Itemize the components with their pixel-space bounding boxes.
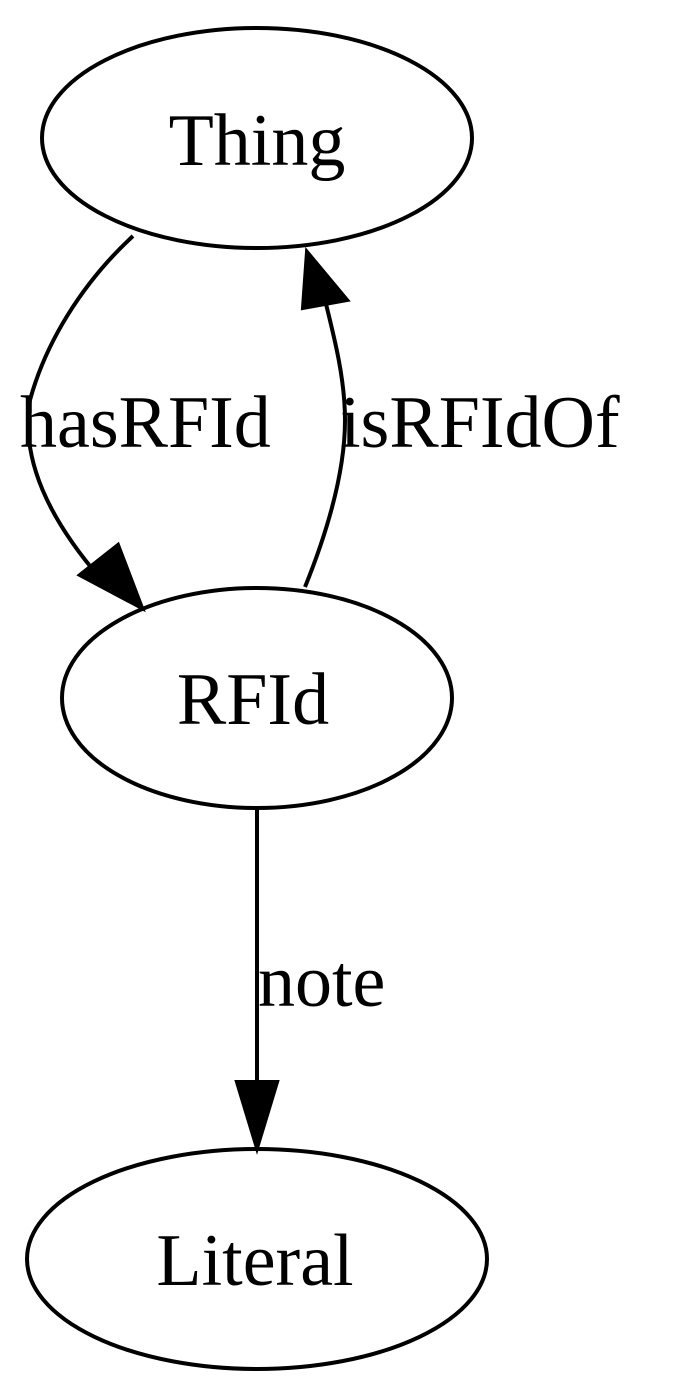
edge-has-rfid-label: hasRFId <box>20 382 271 464</box>
node-rfid-label: RFId <box>177 659 329 741</box>
edge-has-rfid-arrowhead <box>76 541 146 613</box>
edge-note-arrowhead <box>234 1080 280 1155</box>
edge-is-rfid-of-label: isRFIdOf <box>340 382 620 464</box>
node-literal[interactable]: Literal <box>25 1147 489 1371</box>
edge-note[interactable]: note <box>234 810 385 1155</box>
node-thing-shape <box>40 26 474 250</box>
edge-has-rfid[interactable]: hasRFId <box>20 234 271 613</box>
node-literal-label: Literal <box>156 1220 353 1302</box>
edge-is-rfid-of-line <box>303 299 348 588</box>
node-rfid[interactable]: RFId <box>60 586 454 810</box>
edge-is-rfid-of[interactable]: isRFIdOf <box>300 246 620 588</box>
node-thing[interactable]: Thing <box>40 26 474 250</box>
node-thing-label: Thing <box>169 100 346 182</box>
edge-is-rfid-of-arrowhead <box>300 246 351 311</box>
edge-note-label: note <box>258 941 385 1023</box>
node-rfid-shape <box>60 586 454 810</box>
edge-has-rfid-line <box>26 234 135 580</box>
